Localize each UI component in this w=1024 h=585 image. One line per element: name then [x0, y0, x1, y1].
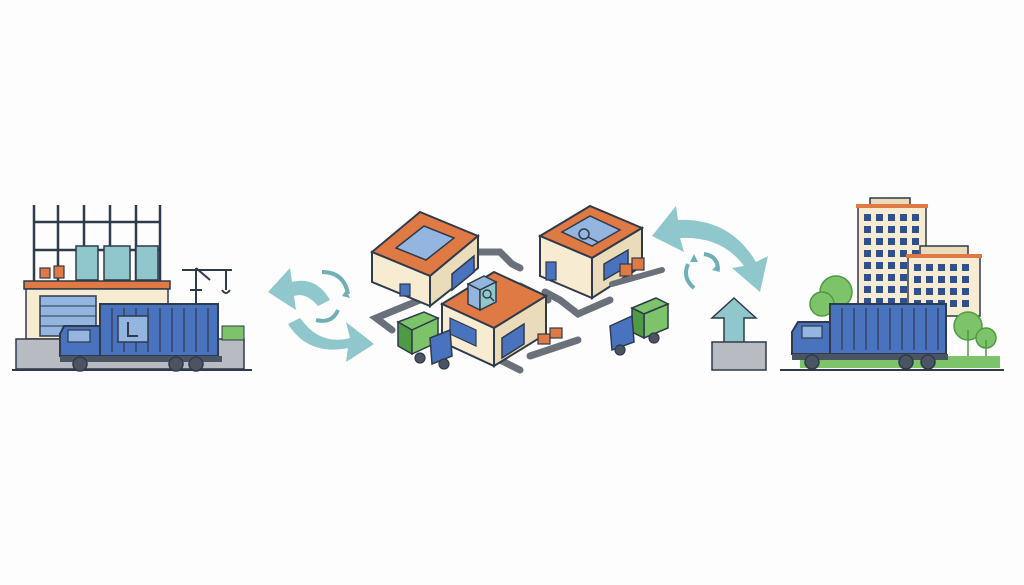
factory-scene: [12, 205, 252, 372]
window-icon: [864, 226, 871, 233]
window-icon: [900, 250, 907, 257]
window-icon: [864, 262, 871, 269]
inspection-box-icon: [466, 275, 498, 312]
container-truck-icon: [59, 303, 222, 372]
window-icon: [876, 214, 883, 221]
window-icon: [876, 286, 883, 293]
construction-crane-icon: [182, 267, 232, 328]
window-icon: [912, 214, 919, 221]
cargo-box-icon: [619, 263, 633, 277]
window-icon: [876, 226, 883, 233]
delivery-truck-icon: [609, 297, 670, 356]
window-icon: [900, 238, 907, 245]
window-icon: [888, 238, 895, 245]
window-icon: [876, 238, 883, 245]
warehouse-network-icon: [368, 204, 670, 374]
window-icon: [912, 250, 919, 257]
window-icon: [876, 274, 883, 281]
window-icon: [900, 262, 907, 269]
window-icon: [962, 300, 969, 307]
window-icon: [926, 264, 933, 271]
window-icon: [900, 274, 907, 281]
window-icon: [950, 264, 957, 271]
window-icon: [962, 288, 969, 295]
window-icon: [864, 250, 871, 257]
window-icon: [900, 298, 907, 305]
cargo-box-icon: [53, 265, 65, 279]
cargo-box-icon: [549, 327, 563, 339]
window-icon: [926, 276, 933, 283]
window-icon: [864, 298, 871, 305]
window-icon: [900, 214, 907, 221]
window-icon: [864, 238, 871, 245]
magnifier-icon: [578, 228, 599, 243]
window-icon: [888, 262, 895, 269]
window-icon: [864, 286, 871, 293]
circular-arrows-icon: [268, 268, 374, 362]
upload-arrow-icon: [710, 296, 767, 371]
window-icon: [950, 276, 957, 283]
window-icon: [864, 214, 871, 221]
window-icon: [914, 288, 921, 295]
window-icon: [914, 276, 921, 283]
delivery-truck-icon: [396, 311, 453, 370]
warehouse-building-icon: [537, 204, 665, 300]
window-icon: [938, 264, 945, 271]
window-icon: [950, 288, 957, 295]
cargo-box-icon: [631, 257, 645, 271]
window-icon: [888, 298, 895, 305]
window-icon: [950, 300, 957, 307]
window-icon: [876, 262, 883, 269]
window-icon: [888, 286, 895, 293]
window-icon: [912, 238, 919, 245]
warehouse-building-icon: [439, 270, 582, 368]
window-icon: [876, 250, 883, 257]
window-icon: [864, 274, 871, 281]
window-icon: [888, 226, 895, 233]
container-truck-icon: [791, 303, 948, 370]
window-icon: [938, 276, 945, 283]
window-icon: [938, 288, 945, 295]
window-icon: [900, 286, 907, 293]
window-icon: [888, 274, 895, 281]
warehouse-building-icon: [370, 210, 480, 309]
storage-tanks-icon: [75, 245, 159, 281]
window-icon: [900, 226, 907, 233]
window-icon: [888, 250, 895, 257]
window-icon: [888, 214, 895, 221]
circular-arrows-icon: [652, 206, 768, 292]
window-icon: [962, 276, 969, 283]
cargo-box-icon: [39, 267, 51, 279]
window-icon: [912, 226, 919, 233]
window-icon: [876, 298, 883, 305]
window-icon: [962, 264, 969, 271]
cargo-box-icon: [537, 333, 551, 345]
window-icon: [926, 288, 933, 295]
window-icon: [914, 264, 921, 271]
office-buildings-icon: [856, 197, 982, 317]
